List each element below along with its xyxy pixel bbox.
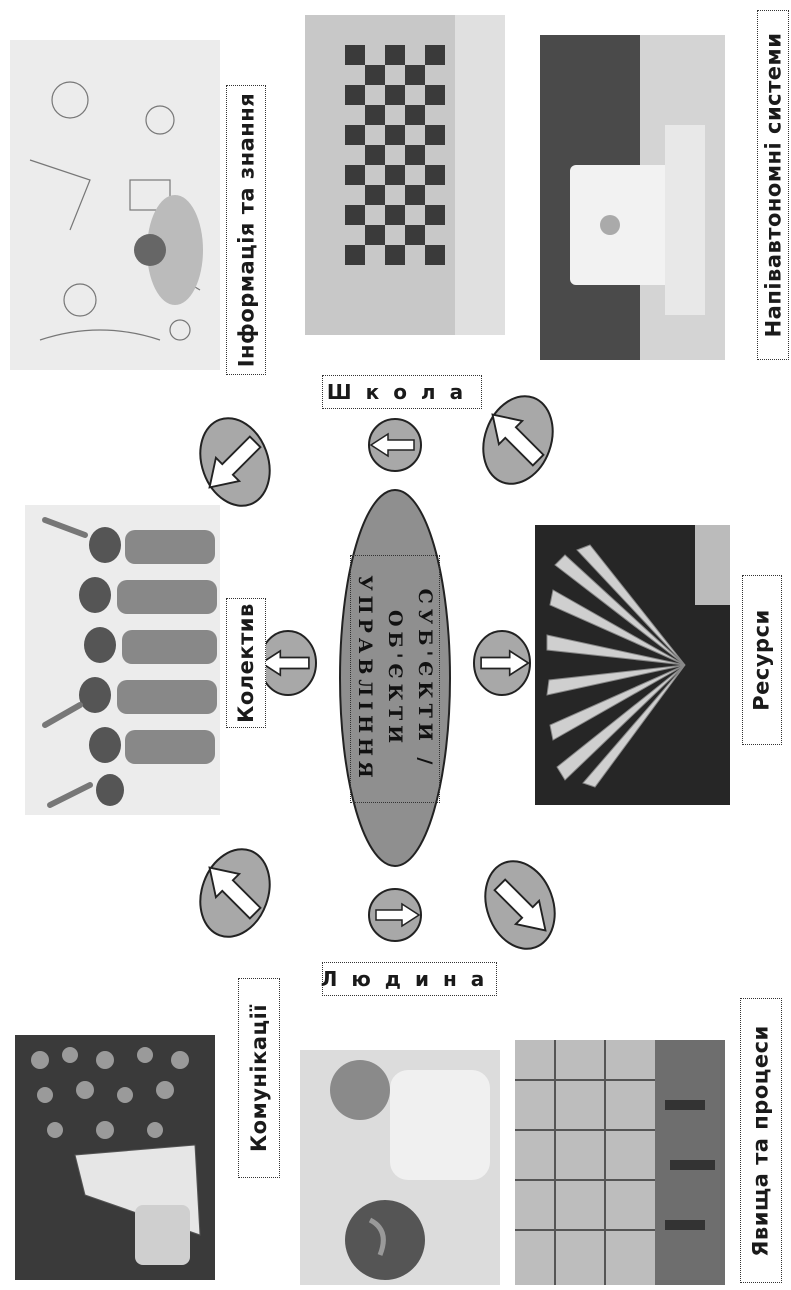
arrow-downleft-communications	[196, 848, 271, 938]
arrow-upright-semi-autonomous	[479, 395, 554, 485]
center-line-1: СУБ'ЄКТИ /	[414, 588, 436, 770]
photo-collective-group	[25, 505, 220, 815]
label-resources: Ресурси	[742, 575, 782, 745]
label-semi-autonomous: Напівавтономні системи	[757, 10, 789, 360]
group-people-icon	[42, 517, 217, 808]
label-person: Людина	[321, 962, 497, 996]
globe-child-icon	[300, 1050, 500, 1285]
photo-communications-megaphone	[15, 1035, 215, 1280]
center-ellipse	[339, 489, 451, 867]
photo-school-building	[305, 15, 505, 335]
arrow-left-collective	[259, 630, 317, 696]
arrow-upleft-information	[196, 417, 271, 507]
label-information-knowledge: Інформація та знання	[226, 85, 266, 375]
photo-phenomena-processes	[515, 1040, 725, 1285]
label-communications: Комунікації	[238, 978, 280, 1178]
center-line-2: ОБ'ЄКТИ	[384, 609, 406, 749]
banknotes-icon	[535, 525, 730, 805]
corridor-icon	[515, 1040, 725, 1285]
photo-information-knowledge	[10, 40, 220, 370]
photo-person-child-globe	[300, 1050, 500, 1285]
center-label-box: СУБ'ЄКТИ / ОБ'ЄКТИ УПРАВЛІННЯ	[350, 555, 440, 803]
arrow-down-person	[368, 888, 422, 942]
center-line-3: УПРАВЛІННЯ	[354, 575, 376, 783]
label-phenomena-processes: Явища та процеси	[740, 998, 782, 1283]
label-collective: Колектив	[226, 598, 266, 728]
arrow-up-school	[368, 418, 422, 472]
photo-semi-autonomous-laptop	[540, 35, 725, 360]
arrow-right-resources	[473, 630, 531, 696]
laptop-icon	[540, 35, 725, 360]
photo-resources-money	[535, 525, 730, 805]
label-school: Школа	[322, 375, 482, 409]
building-icon	[305, 15, 505, 335]
sketch-illustration-icon	[29, 81, 203, 341]
arrow-downright-phenomena	[484, 860, 559, 950]
megaphone-icon	[15, 1035, 215, 1280]
